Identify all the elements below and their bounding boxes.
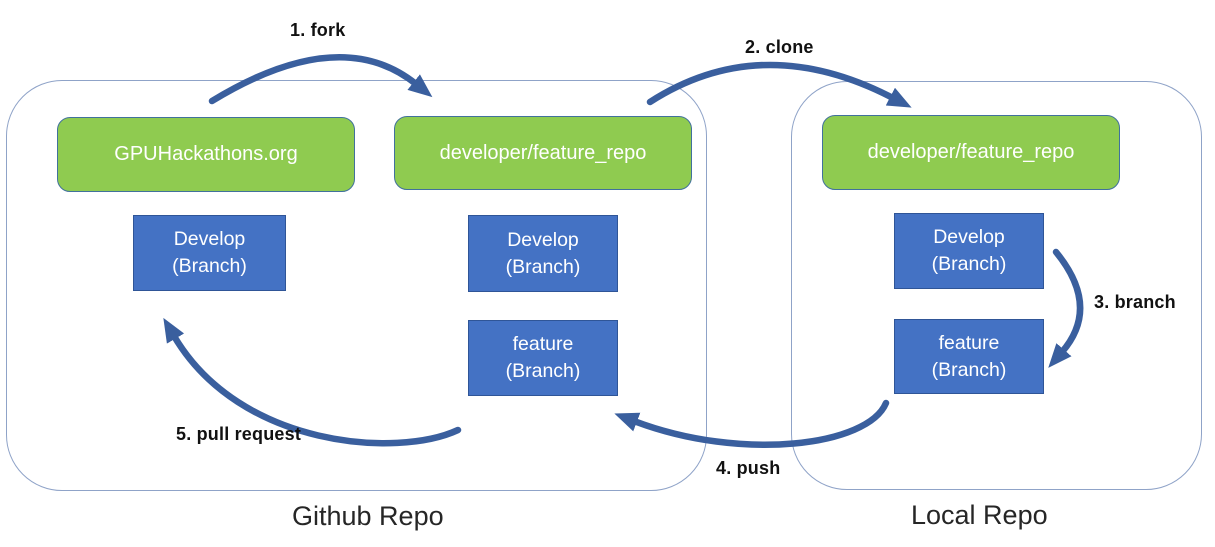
- feature-branch-line2: (Branch): [505, 360, 581, 382]
- local-repo-label: Local Repo: [911, 500, 1048, 530]
- feature-branch-line1: feature: [938, 331, 1000, 354]
- clone-step-label: 2. clone: [745, 37, 814, 57]
- develop-branch-line1: Develop: [173, 228, 246, 251]
- repo-box-local-clone: developer/feature_repo: [822, 115, 1120, 190]
- feature-branch-box-fork: feature (Branch): [468, 320, 618, 396]
- branch-step-label: 3. branch: [1094, 292, 1176, 312]
- repo-box-fork-label: developer/feature_repo: [439, 141, 647, 164]
- repo-box-upstream: GPUHackathons.org: [57, 117, 355, 192]
- develop-branch-line1: Develop: [933, 226, 1005, 249]
- develop-branch-line2: (Branch): [505, 255, 581, 278]
- feature-branch-line2: (Branch): [931, 358, 1007, 381]
- develop-branch-line2: (Branch): [172, 255, 247, 277]
- feature-branch-box-local: feature (Branch): [894, 319, 1044, 394]
- repo-box-upstream-label: GPUHackathons.org: [114, 143, 298, 165]
- repo-box-local-clone-label: developer/feature_repo: [867, 141, 1075, 163]
- develop-branch-box-local: Develop (Branch): [894, 213, 1044, 289]
- repo-box-fork: developer/feature_repo: [394, 116, 692, 190]
- feature-branch-line1: feature: [512, 333, 574, 356]
- develop-branch-line1: Develop: [507, 228, 579, 251]
- develop-branch-line2: (Branch): [931, 253, 1007, 275]
- local-repo-container: [791, 81, 1202, 490]
- develop-branch-box-upstream: Develop (Branch): [133, 215, 286, 291]
- pull-request-step-label: 5. pull request: [176, 424, 302, 444]
- push-step-label: 4. push: [716, 458, 781, 478]
- fork-step-label: 1. fork: [290, 20, 346, 40]
- develop-branch-box-fork: Develop (Branch): [468, 215, 618, 292]
- github-repo-label: Github Repo: [292, 501, 444, 531]
